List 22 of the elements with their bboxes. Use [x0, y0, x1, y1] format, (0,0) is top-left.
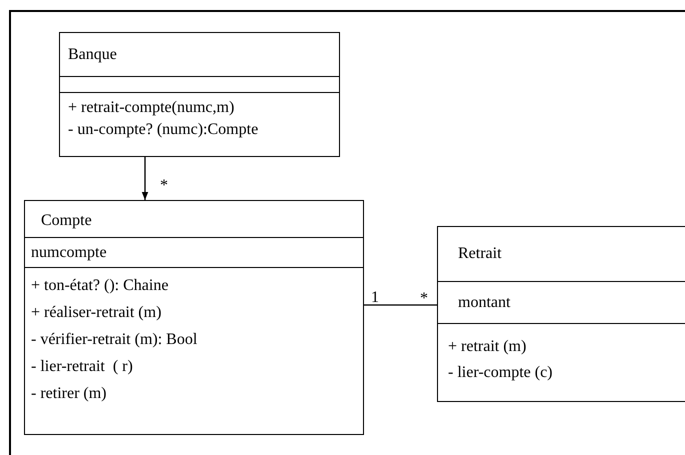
class-box: [24, 200, 364, 435]
operation: - retirer (m): [31, 384, 107, 404]
operation: - vérifier-retrait (m): Bool: [31, 330, 198, 350]
operation: + réaliser-retrait (m): [31, 303, 162, 323]
class-box: [59, 32, 340, 157]
operation: - un-compte? (numc):Compte: [68, 120, 258, 140]
class-name: Banque: [68, 44, 117, 64]
multiplicity: 1: [371, 290, 379, 306]
arrow: [142, 157, 148, 200]
association-line: [364, 304, 437, 306]
class-name: Compte: [41, 211, 92, 231]
operation: + retrait-compte(numc,m): [68, 98, 234, 118]
attribute: numcompte: [31, 243, 107, 263]
multiplicity: *: [420, 291, 428, 307]
attribute: montant: [458, 292, 510, 312]
operation: - lier-compte (c): [448, 363, 553, 383]
class-name: Retrait: [458, 244, 502, 264]
class-box: [437, 226, 685, 402]
operation: + ton-état? (): Chaine: [31, 276, 168, 296]
operation: - lier-retrait ( r): [31, 357, 133, 377]
multiplicity: *: [160, 178, 168, 194]
operation: + retrait (m): [448, 337, 526, 357]
